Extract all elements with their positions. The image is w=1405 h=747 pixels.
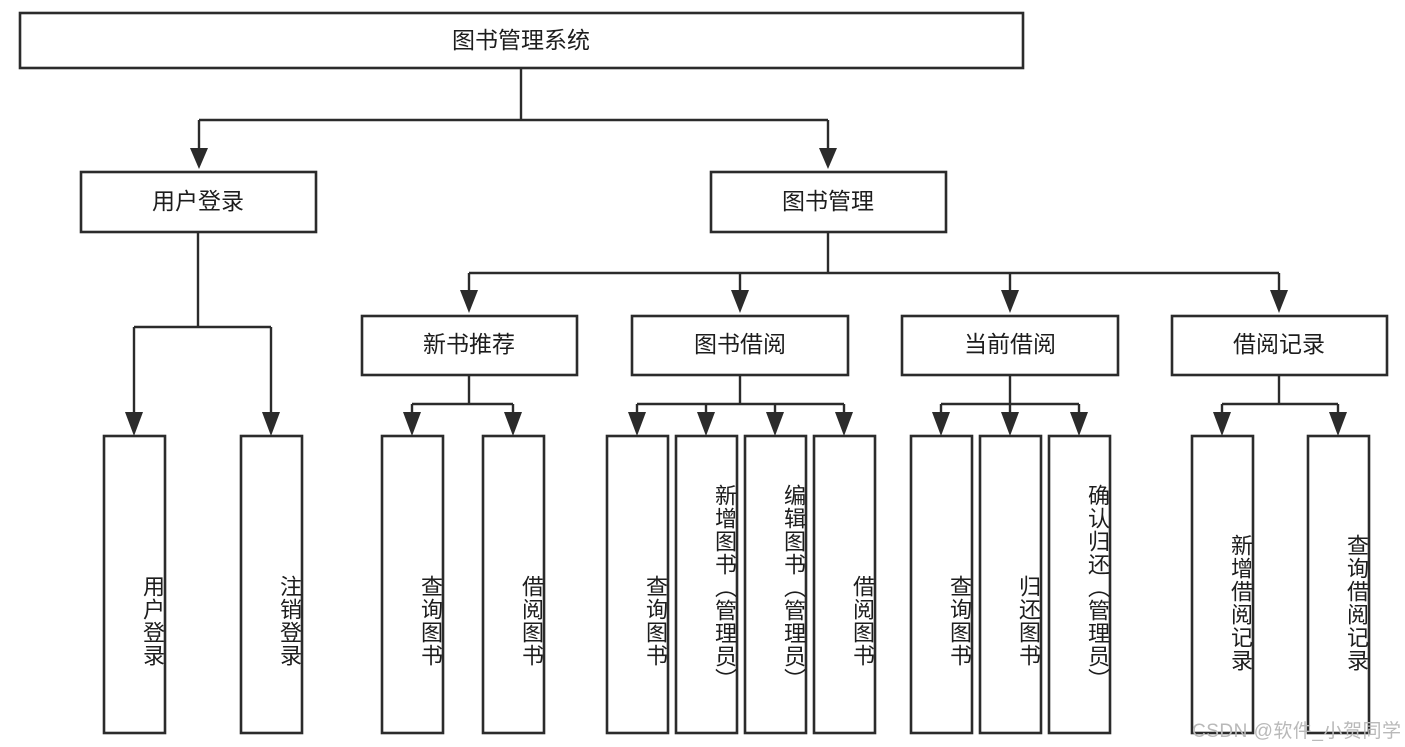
leaf-box-logout[interactable] (239, 434, 304, 735)
arrow-leaf-query-book-2 (628, 412, 646, 436)
arrow-leaf-add-record (1213, 412, 1231, 436)
leaf-box-query-record[interactable] (1306, 434, 1371, 735)
leaf-box-query-book-2[interactable] (605, 434, 670, 735)
arrow-book-mgmt (819, 148, 837, 169)
leaf-box-query-book-1[interactable] (380, 434, 445, 735)
arrow-leaf-query-book-3 (932, 412, 950, 436)
arrow-leaf-user-login (125, 412, 143, 436)
arrow-leaf-query-record (1329, 412, 1347, 436)
root-box[interactable] (18, 11, 1025, 70)
leaf-box-query-book-3[interactable] (909, 434, 974, 735)
arrow-leaf-query-book-1 (403, 412, 421, 436)
arrow-borrowrecord (1270, 290, 1288, 313)
new-book-box[interactable] (360, 314, 579, 377)
arrow-newbook (460, 290, 478, 313)
borrow-record-label: 借阅记录 (1233, 331, 1325, 357)
book-management-box[interactable] (709, 170, 948, 234)
node-root[interactable]: 图书管理系统 (18, 11, 1025, 70)
current-borrow-label: 当前借阅 (964, 331, 1056, 357)
leaf-box-confirm-return[interactable] (1047, 434, 1112, 735)
node-current-borrow[interactable]: 当前借阅 (900, 314, 1120, 377)
node-book-borrow[interactable]: 图书借阅 (630, 314, 850, 377)
arrow-leaf-borrow-book-1 (504, 412, 522, 436)
arrow-leaf-return-book (1001, 412, 1019, 436)
leaf-box-add-book[interactable] (674, 434, 739, 735)
current-borrow-box[interactable] (900, 314, 1120, 377)
leaf-box-user-login[interactable] (102, 434, 167, 735)
arrow-leaf-confirm-return (1070, 412, 1088, 436)
node-user-login[interactable]: 用户登录 (79, 170, 318, 234)
arrow-leaf-add-book (697, 412, 715, 436)
new-book-label: 新书推荐 (423, 331, 515, 357)
book-borrow-box[interactable] (630, 314, 850, 377)
user-login-label: 用户登录 (152, 188, 244, 214)
root-label: 图书管理系统 (452, 27, 590, 53)
leaf-box-borrow-book-2[interactable] (812, 434, 877, 735)
node-new-book-recommend[interactable]: 新书推荐 (360, 314, 579, 377)
node-borrow-record[interactable]: 借阅记录 (1170, 314, 1389, 377)
leaf-box-edit-book[interactable] (743, 434, 808, 735)
node-book-management[interactable]: 图书管理 (709, 170, 948, 234)
borrow-record-box[interactable] (1170, 314, 1389, 377)
book-management-label: 图书管理 (782, 188, 874, 214)
arrow-bookborrow (731, 290, 749, 313)
csdn-watermark: CSDN @软件_小贺同学 (1192, 721, 1402, 742)
arrow-leaf-borrow-book-2 (835, 412, 853, 436)
arrow-leaf-edit-book (766, 412, 784, 436)
arrow-currentborrow (1001, 290, 1019, 313)
leaf-box-add-record[interactable] (1190, 434, 1255, 735)
leaf-box-borrow-book-1[interactable] (481, 434, 546, 735)
leaf-box-return-book[interactable] (978, 434, 1043, 735)
arrow-user-login (190, 148, 208, 169)
book-borrow-label: 图书借阅 (694, 331, 786, 357)
arrow-leaf-logout (262, 412, 280, 436)
